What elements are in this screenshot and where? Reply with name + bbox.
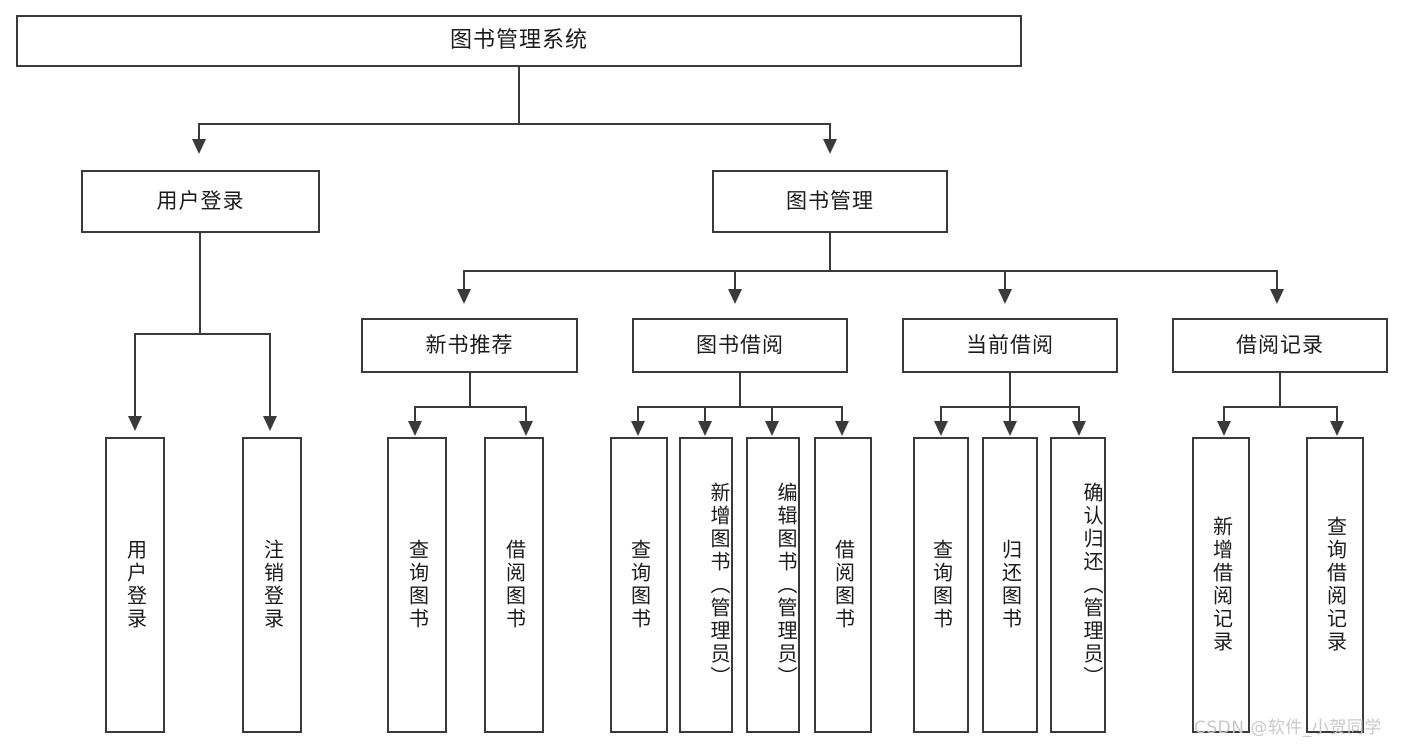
- connector-root-stem: [518, 67, 520, 124]
- connector-level3-drop-2: [734, 270, 736, 290]
- connector-new-book-bus: [414, 406, 526, 408]
- node-book-borrow[interactable]: 图书借阅: [632, 318, 848, 373]
- node-new-book-recommend[interactable]: 新书推荐: [361, 318, 578, 373]
- connector-user-login-bus: [134, 333, 270, 335]
- connector-book-borrow-drop-4: [841, 406, 843, 422]
- node-root-system[interactable]: 图书管理系统: [16, 15, 1022, 67]
- node-book-management[interactable]: 图书管理: [712, 170, 948, 233]
- connector-borrow-record-drop-2: [1336, 406, 1338, 422]
- node-leaf-user-login[interactable]: 用户登录: [105, 437, 165, 733]
- arrowhead-borrow-record: [1270, 289, 1284, 304]
- arrowhead-leaf-query-book-3: [934, 421, 948, 436]
- node-current-borrow[interactable]: 当前借阅: [902, 318, 1118, 373]
- arrowhead-book-borrow: [728, 289, 742, 304]
- arrowhead-leaf-query-book-1: [408, 421, 422, 436]
- connector-book-borrow-drop-2: [704, 406, 706, 422]
- arrowhead-leaf-confirm-return: [1072, 421, 1086, 436]
- connector-current-borrow-drop-2: [1009, 406, 1011, 422]
- connector-level3-drop-1: [463, 270, 465, 290]
- arrowhead-leaf-add-record: [1217, 421, 1231, 436]
- node-leaf-user-logout[interactable]: 注销登录: [242, 437, 302, 733]
- arrowhead-leaf-user-logout: [263, 416, 277, 431]
- connector-book-borrow-bus: [637, 406, 843, 408]
- node-leaf-edit-book[interactable]: 编辑图书（管理员）: [746, 437, 800, 733]
- arrowhead-leaf-borrow-book-2: [835, 421, 849, 436]
- arrowhead-leaf-borrow-book-1: [519, 421, 533, 436]
- connector-level3-drop-3: [1004, 270, 1006, 290]
- connector-level2-drop-left: [198, 123, 200, 140]
- arrowhead-leaf-edit-book: [765, 421, 779, 436]
- arrowhead-current-borrow: [998, 289, 1012, 304]
- node-leaf-return-book[interactable]: 归还图书: [982, 437, 1038, 733]
- node-leaf-confirm-return[interactable]: 确认归还（管理员）: [1050, 437, 1106, 733]
- node-leaf-add-record[interactable]: 新增借阅记录: [1192, 437, 1250, 733]
- connector-new-book-drop-2: [525, 406, 527, 422]
- arrowhead-user-login: [192, 139, 206, 154]
- arrowhead-leaf-query-record: [1330, 421, 1344, 436]
- arrowhead-new-book-recommend: [457, 289, 471, 304]
- connector-new-book-stem: [469, 373, 471, 407]
- connector-book-borrow-drop-1: [637, 406, 639, 422]
- node-leaf-borrow-book-1[interactable]: 借阅图书: [484, 437, 544, 733]
- node-leaf-query-book-2[interactable]: 查询图书: [610, 437, 668, 733]
- connector-book-borrow-stem: [739, 373, 741, 407]
- connector-level3-drop-4: [1276, 270, 1278, 290]
- connector-current-borrow-stem: [1009, 373, 1011, 407]
- connector-current-borrow-drop-1: [940, 406, 942, 422]
- connector-borrow-record-drop-1: [1223, 406, 1225, 422]
- node-leaf-query-book-1[interactable]: 查询图书: [387, 437, 447, 733]
- connector-borrow-record-bus: [1223, 406, 1337, 408]
- connector-book-management-stem: [829, 233, 831, 271]
- connector-level3-bus: [463, 270, 1277, 272]
- arrowhead-leaf-user-login: [128, 416, 142, 431]
- connector-level2-bus: [198, 123, 830, 125]
- node-leaf-query-record[interactable]: 查询借阅记录: [1306, 437, 1364, 733]
- node-leaf-query-book-3[interactable]: 查询图书: [913, 437, 969, 733]
- node-leaf-borrow-book-2[interactable]: 借阅图书: [814, 437, 872, 733]
- node-borrow-record[interactable]: 借阅记录: [1172, 318, 1388, 373]
- arrowhead-leaf-query-book-2: [631, 421, 645, 436]
- connector-borrow-record-stem: [1279, 373, 1281, 407]
- connector-user-login-drop-1: [134, 333, 136, 417]
- connector-new-book-drop-1: [414, 406, 416, 422]
- connector-user-login-stem: [199, 233, 201, 334]
- node-user-login[interactable]: 用户登录: [81, 170, 320, 233]
- arrowhead-leaf-return-book: [1003, 421, 1017, 436]
- connector-book-borrow-drop-3: [771, 406, 773, 422]
- csdn-watermark: CSDN @软件_小贺同学: [1194, 718, 1382, 738]
- node-leaf-add-book[interactable]: 新增图书（管理员）: [679, 437, 733, 733]
- connector-user-login-drop-2: [269, 333, 271, 417]
- arrowhead-book-management: [823, 139, 837, 154]
- connector-level2-drop-right: [829, 123, 831, 140]
- arrowhead-leaf-add-book: [698, 421, 712, 436]
- connector-current-borrow-drop-3: [1078, 406, 1080, 422]
